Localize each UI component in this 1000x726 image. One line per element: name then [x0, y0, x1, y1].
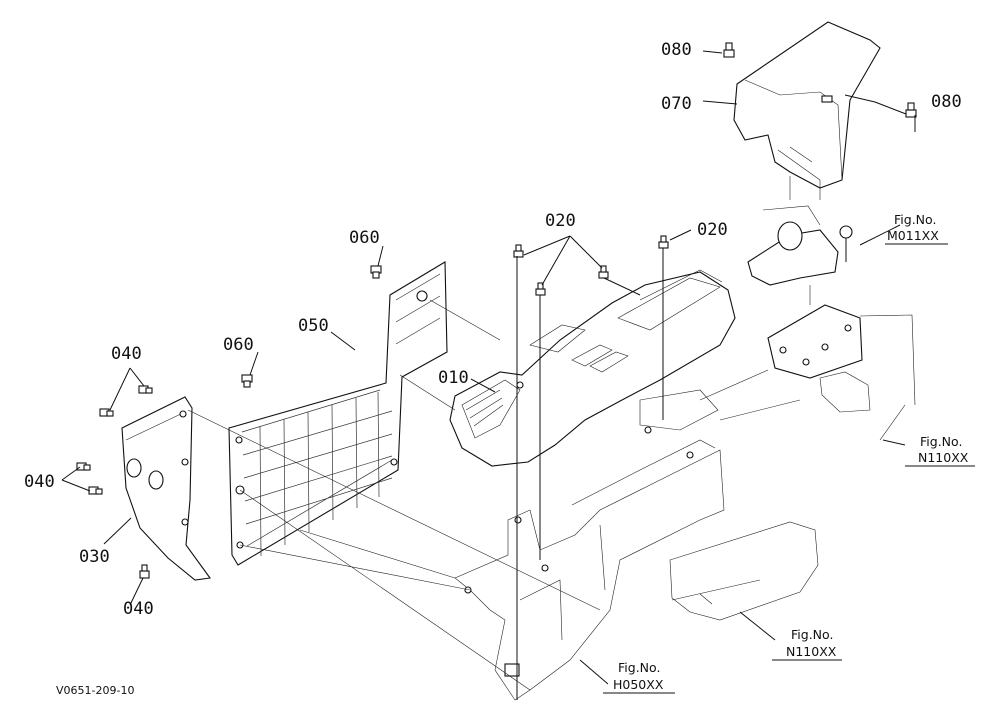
ref-m011-code: M011XX — [887, 228, 939, 243]
part-030-side-cover — [121, 396, 211, 581]
right-bracket-assembly — [747, 205, 916, 441]
screw-080-top — [723, 42, 735, 58]
screw-020-c — [598, 265, 609, 279]
label-010: 010 — [438, 368, 469, 388]
ref-n110-bottom-code: N110XX — [786, 644, 837, 659]
drawing-code: V0651-209-10 — [56, 684, 134, 697]
label-030: 030 — [79, 547, 110, 567]
screw-080-right — [905, 102, 917, 118]
label-070: 070 — [661, 94, 692, 114]
label-050: 050 — [298, 316, 329, 336]
ref-h050-code: H050XX — [613, 677, 664, 692]
screw-020-d — [658, 235, 669, 249]
label-020-right: 020 — [697, 220, 728, 240]
ref-n110-right-code: N110XX — [918, 450, 969, 465]
screw-040-a — [138, 385, 153, 394]
screw-020-b — [535, 282, 546, 296]
screw-040-c — [76, 462, 91, 471]
label-060-mid: 060 — [223, 335, 254, 355]
label-040-left: 040 — [24, 472, 55, 492]
figure-references: Fig.No. M011XX Fig.No. N110XX Fig.No. N1… — [603, 212, 975, 694]
lower-right-panel — [669, 521, 819, 621]
part-050-grille-panel — [228, 261, 448, 566]
label-020-left: 020 — [545, 211, 576, 231]
screw-020-a — [513, 244, 524, 258]
screw-040-bottom — [139, 564, 150, 579]
label-080-top: 080 — [661, 40, 692, 60]
label-080-right: 080 — [931, 92, 962, 112]
ref-n110-right-label: Fig.No. — [920, 434, 962, 449]
label-040-bottom: 040 — [123, 599, 154, 619]
lower-frame-structure — [454, 389, 725, 701]
part-labels: 080 080 070 020 020 060 060 050 010 040 … — [24, 40, 962, 619]
screws — [76, 42, 917, 579]
ref-n110-bottom-label: Fig.No. — [791, 627, 833, 642]
label-040-top: 040 — [111, 344, 142, 364]
screw-040-b — [99, 408, 114, 417]
ref-h050-label: Fig.No. — [618, 660, 660, 675]
screw-060-mid — [241, 374, 253, 388]
ref-m011-label: Fig.No. — [894, 212, 936, 227]
leader-lines — [61, 50, 916, 700]
part-070-top-cover — [733, 21, 881, 189]
screw-060-top — [370, 265, 382, 279]
label-060-top: 060 — [349, 228, 380, 248]
part-010-console — [449, 269, 736, 467]
screw-040-d — [88, 486, 103, 495]
